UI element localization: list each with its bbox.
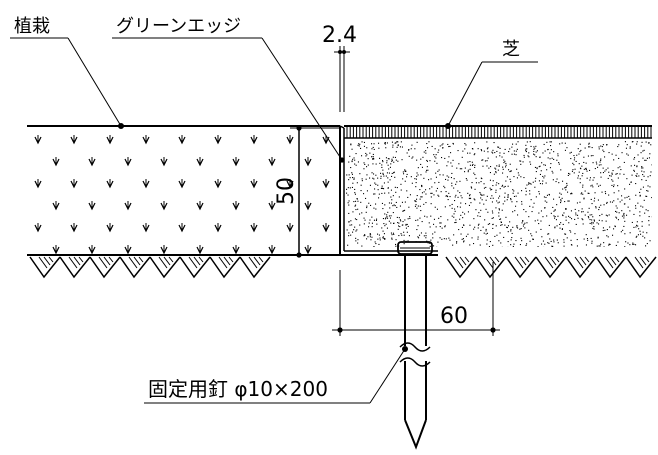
label-planting: 植栽 — [14, 16, 50, 37]
label-green-edge: グリーンエッジ — [116, 16, 241, 37]
edge-thickness-dimension: 2.4 — [322, 23, 357, 112]
turf-hatch — [346, 127, 652, 138]
leader-turf: 芝 — [445, 39, 538, 129]
depth-label: 50 — [274, 177, 299, 205]
sand-fill-area — [346, 141, 652, 247]
ground-hatch — [29, 256, 657, 279]
leader-green-edge: グリーンエッジ — [112, 16, 345, 163]
label-fixing-nail: 固定用釘 φ10×200 — [148, 377, 328, 401]
fixing-nail — [397, 241, 433, 450]
green-edge-profile — [339, 125, 438, 256]
nail-offset-label: 60 — [440, 304, 468, 329]
leader-nail: 固定用釘 φ10×200 — [144, 346, 408, 404]
leader-planting: 植栽 — [10, 16, 124, 129]
label-turf: 芝 — [502, 39, 520, 60]
edge-thickness-label: 2.4 — [322, 23, 357, 48]
turf-strip — [344, 125, 652, 139]
planting-soil-area — [27, 125, 340, 256]
depth-dimension: 50 — [274, 125, 340, 258]
planting-v-marks — [34, 135, 330, 255]
nail-offset-dimension: 60 — [332, 262, 500, 336]
